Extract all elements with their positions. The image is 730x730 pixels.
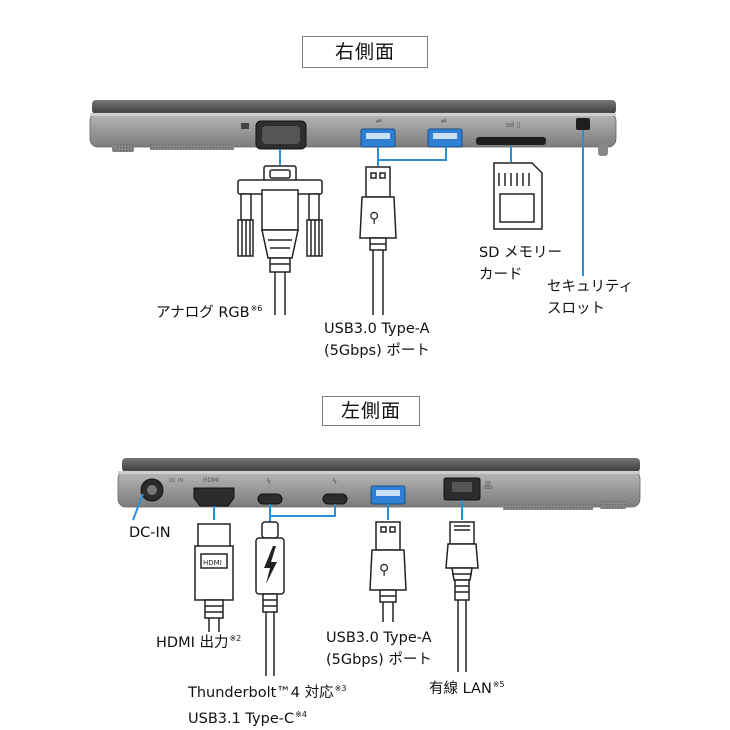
hdmi-plug-icon: HDMI [194,523,234,632]
security-slot-label: セキュリティ スロット [547,279,634,317]
sd-card-icon [493,162,543,230]
sd-card-label: SD メモリー カード [479,245,562,283]
right-vga-port [241,120,307,150]
lan-rj45-plug-icon [445,521,479,672]
right-side-title: 右側面 [302,36,428,68]
usb-left-label: USB3.0 Type-A (5Gbps) ポート [326,630,432,668]
right-sd-slot: sd ▯ [476,121,546,145]
svg-text:ϟ: ϟ [332,477,337,486]
svg-text:⇌: ⇌ [441,117,447,125]
left-usb-a-port [370,485,406,505]
svg-text:⚲: ⚲ [369,210,379,226]
svg-text:HDMI: HDMI [203,477,219,484]
left-usb-c-port-1: ϟ [257,477,283,505]
svg-text:DC IN: DC IN [169,478,183,484]
usb-a-plug-icon: ⚲ [359,166,397,315]
right-security-slot [576,118,590,130]
svg-text:⚲: ⚲ [379,562,389,578]
svg-text:⇌: ⇌ [376,117,382,125]
left-side-title: 左側面 [322,396,420,426]
vga-label: アナログ RGB※6 [156,304,263,321]
dc-in-jack-icon: DC IN [140,478,183,502]
vga-connector-icon [237,165,323,315]
svg-text:品: 品 [484,481,492,490]
left-hdmi-port: HDMI [193,477,235,507]
usb-right-label: USB3.0 Type-A (5Gbps) ポート [324,321,430,359]
svg-text:HDMI: HDMI [203,559,222,567]
left-callout-lines [132,493,463,522]
svg-text:sd ▯: sd ▯ [506,121,520,129]
right-callout-lines [279,130,584,276]
right-side-laptop-body [89,100,617,156]
dc-in-label: DC-IN [129,525,171,541]
svg-text:ϟ: ϟ [266,477,271,486]
left-lan-port: 品 [443,477,492,501]
thunderbolt-label: Thunderbolt™4 対応※3 USB3.1 Type-C※4 [188,684,347,727]
usb-a-plug-icon-left: ⚲ [369,521,407,622]
thunderbolt-plug-icon [255,521,285,676]
hdmi-label: HDMI 出力※2 [156,634,242,651]
lan-label: 有線 LAN※5 [429,680,505,697]
